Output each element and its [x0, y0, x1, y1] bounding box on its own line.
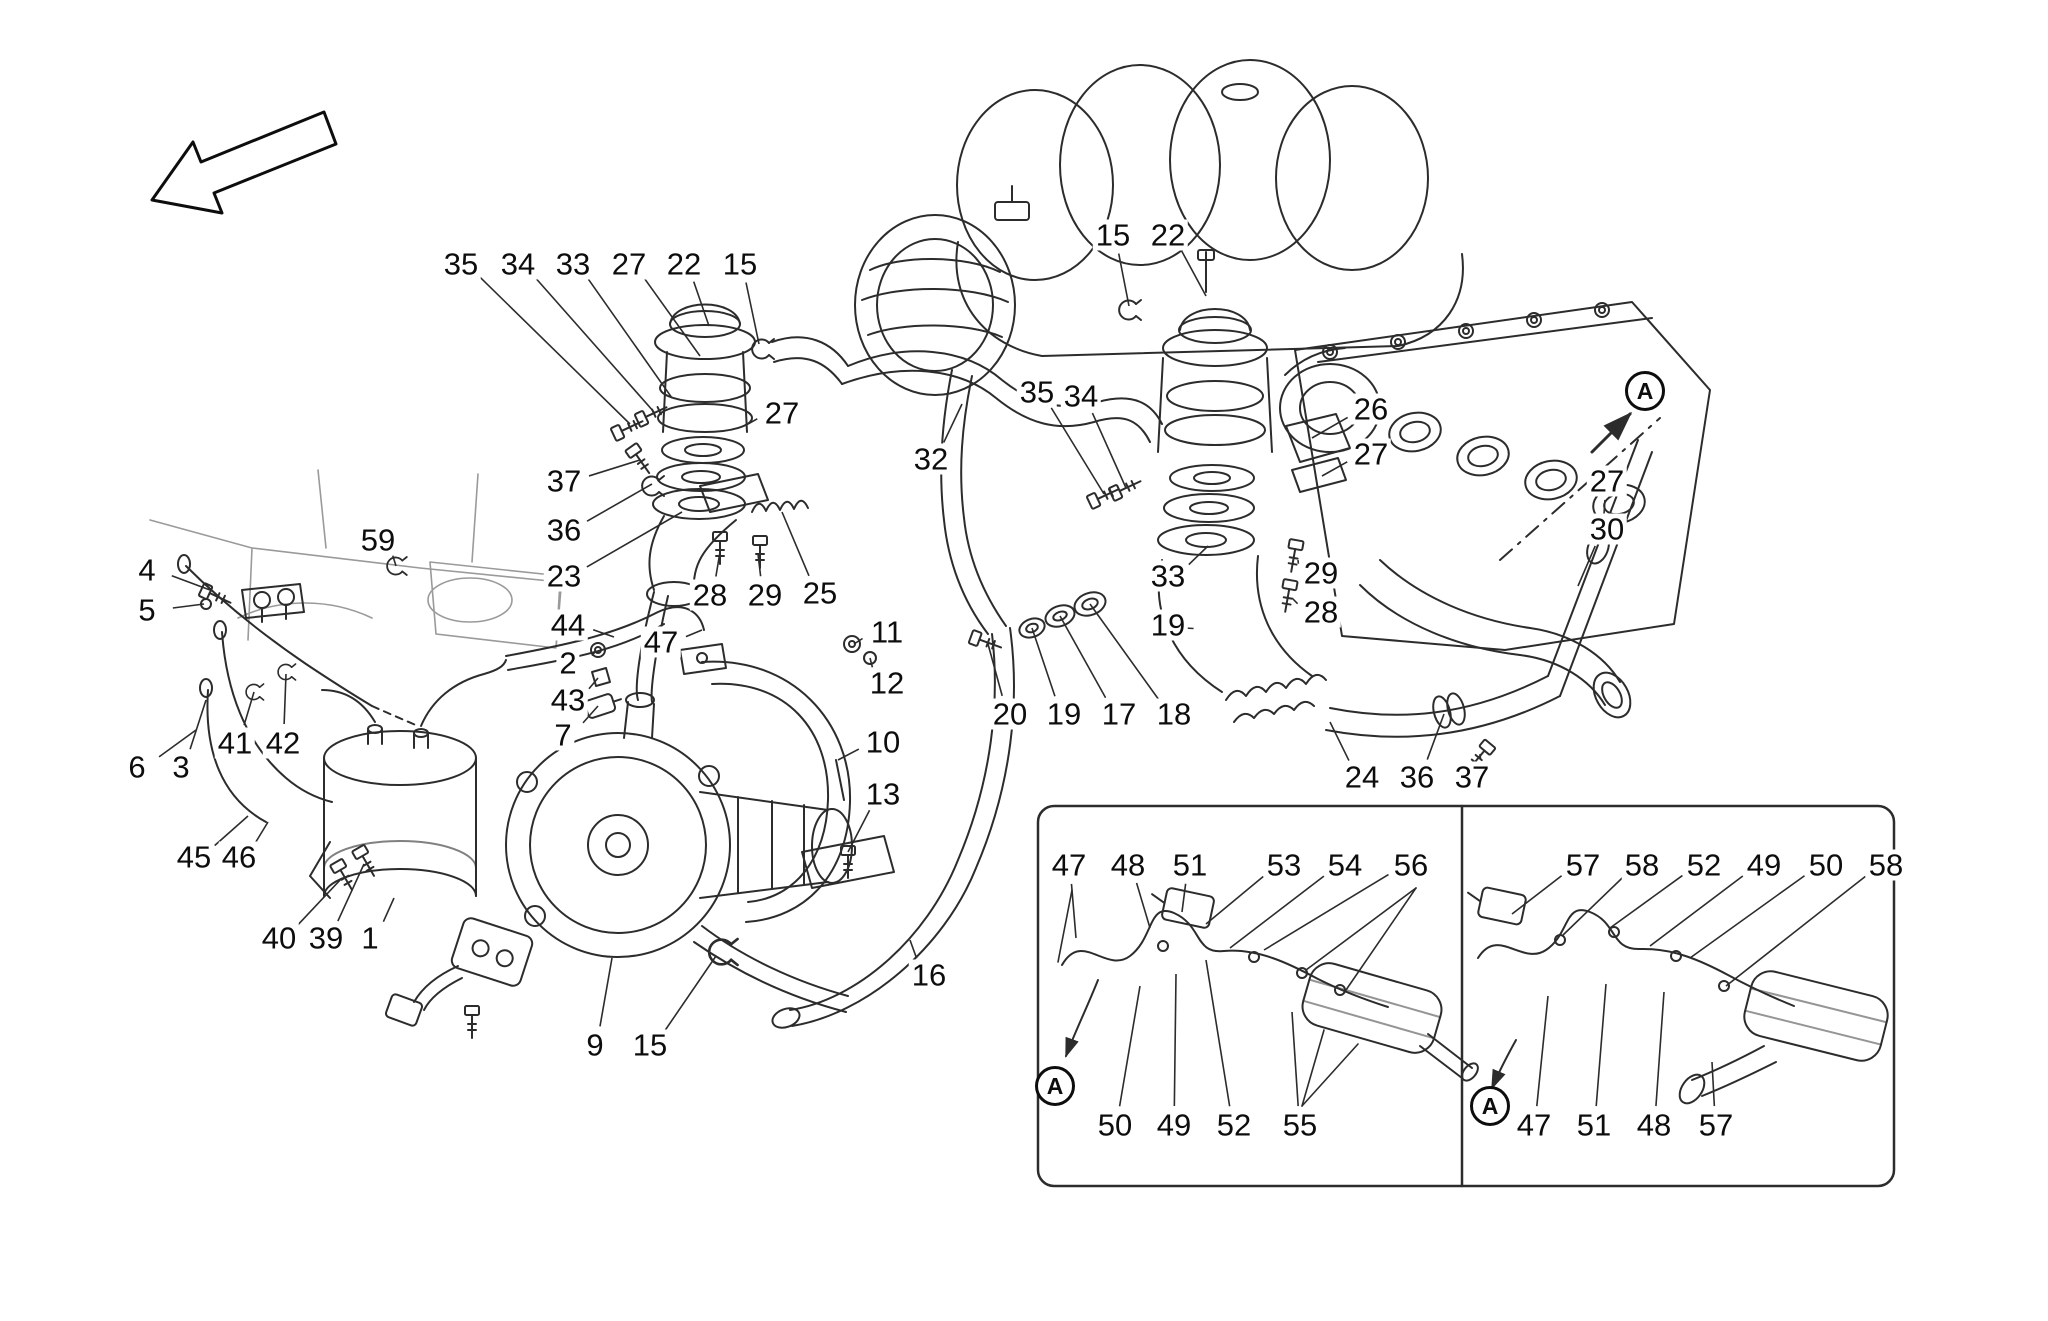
part-label-12: 12 [866, 667, 908, 699]
part-label-30: 30 [1586, 513, 1628, 545]
part-label-26: 26 [1350, 393, 1392, 425]
part-label-54: 54 [1324, 849, 1366, 881]
part-label-32: 32 [910, 443, 952, 475]
part-label-29: 29 [744, 579, 786, 611]
part-label-28: 28 [1300, 596, 1342, 628]
part-label-50: 50 [1094, 1109, 1136, 1141]
part-label-1: 1 [358, 922, 382, 954]
part-label-5: 5 [135, 594, 159, 626]
part-label-48: 48 [1633, 1109, 1675, 1141]
part-label-40: 40 [258, 922, 300, 954]
air-pump-art [384, 591, 853, 1039]
part-label-34: 34 [497, 248, 539, 280]
part-label-13: 13 [862, 778, 904, 810]
part-label-10: 10 [862, 726, 904, 758]
part-label-11: 11 [867, 616, 907, 648]
engine-block-art [1294, 301, 1711, 719]
reference-marker-A: A [1625, 371, 1665, 411]
part-label-28: 28 [689, 579, 731, 611]
inset-left-art [1057, 887, 1479, 1107]
part-label-27: 27 [608, 248, 650, 280]
part-label-46: 46 [218, 841, 260, 873]
part-label-49: 49 [1743, 849, 1785, 881]
part-label-15: 15 [1092, 219, 1134, 251]
part-label-16: 16 [908, 959, 950, 991]
part-label-51: 51 [1573, 1109, 1615, 1141]
part-label-19: 19 [1043, 698, 1085, 730]
part-label-9: 9 [583, 1029, 607, 1061]
part-label-27: 27 [1350, 438, 1392, 470]
part-label-7: 7 [551, 719, 575, 751]
part-label-50: 50 [1805, 849, 1847, 881]
part-label-57: 57 [1562, 849, 1604, 881]
part-label-48: 48 [1107, 849, 1149, 881]
part-label-18: 18 [1153, 698, 1195, 730]
part-label-41: 41 [214, 727, 256, 759]
part-label-44: 44 [547, 609, 589, 641]
part-label-35: 35 [440, 248, 482, 280]
part-label-39: 39 [305, 922, 347, 954]
part-label-22: 22 [663, 248, 705, 280]
part-label-25: 25 [799, 577, 841, 609]
part-label-55: 55 [1279, 1109, 1321, 1141]
part-label-47: 47 [1048, 849, 1090, 881]
part-label-56: 56 [1390, 849, 1432, 881]
part-label-15: 15 [629, 1029, 671, 1061]
part-label-36: 36 [1396, 761, 1438, 793]
pump-bracket-art [679, 643, 895, 923]
part-label-42: 42 [262, 727, 304, 759]
chassis-frame-art [149, 469, 563, 649]
part-label-33: 33 [552, 248, 594, 280]
part-label-27: 27 [761, 397, 803, 429]
part-label-37: 37 [543, 465, 585, 497]
part-label-58: 58 [1621, 849, 1663, 881]
part-label-6: 6 [125, 751, 149, 783]
part-label-27: 27 [1586, 465, 1628, 497]
part-label-37: 37 [1451, 761, 1493, 793]
part-label-34: 34 [1060, 380, 1102, 412]
part-label-19: 19 [1147, 609, 1189, 641]
air-pipe-30-art [1499, 411, 1661, 697]
part-label-24: 24 [1341, 761, 1383, 793]
part-label-47: 47 [640, 626, 682, 658]
solenoid-cluster-art [177, 554, 419, 823]
part-label-22: 22 [1147, 219, 1189, 251]
part-label-17: 17 [1098, 698, 1140, 730]
air-valve-left-art [609, 303, 849, 607]
part-label-2: 2 [556, 647, 580, 679]
part-label-45: 45 [173, 841, 215, 873]
part-label-52: 52 [1213, 1109, 1255, 1141]
reference-marker-A: A [1035, 1066, 1075, 1106]
part-label-15: 15 [719, 248, 761, 280]
part-label-29: 29 [1300, 557, 1342, 589]
part-label-53: 53 [1263, 849, 1305, 881]
part-label-51: 51 [1169, 849, 1211, 881]
reference-marker-A: A [1470, 1086, 1510, 1126]
part-label-23: 23 [543, 560, 585, 592]
part-label-4: 4 [135, 554, 159, 586]
part-label-59: 59 [357, 524, 399, 556]
part-label-3: 3 [169, 751, 193, 783]
air-valve-right-art [1085, 249, 1561, 774]
part-label-43: 43 [547, 684, 589, 716]
part-label-58: 58 [1865, 849, 1907, 881]
part-label-35: 35 [1016, 376, 1058, 408]
part-label-57: 57 [1695, 1109, 1737, 1141]
canister-art [309, 659, 507, 899]
leader-lines [158, 250, 1866, 1107]
part-label-49: 49 [1153, 1109, 1195, 1141]
part-label-52: 52 [1683, 849, 1725, 881]
part-label-33: 33 [1147, 560, 1189, 592]
part-label-47: 47 [1513, 1109, 1555, 1141]
part-label-20: 20 [989, 698, 1031, 730]
part-label-36: 36 [543, 514, 585, 546]
inset-right-art [1467, 886, 1889, 1105]
direction-arrow-icon [150, 110, 338, 215]
